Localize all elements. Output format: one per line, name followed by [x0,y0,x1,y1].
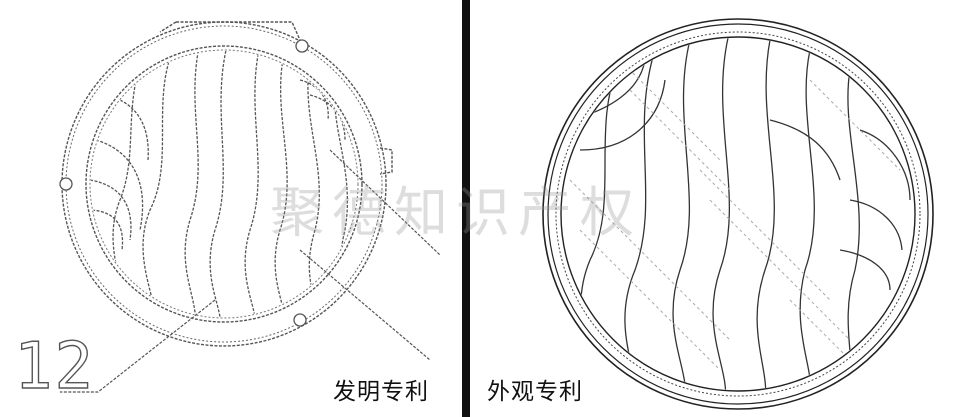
curl-blade [839,249,891,291]
reference-number: 12 [13,329,96,404]
curl-blade [299,79,329,121]
outer-ring-2 [547,23,929,405]
curl-blade [95,139,144,231]
mounting-hole [293,313,307,327]
curl-blade [849,199,903,251]
design-patent-panel: 外观专利 [470,0,980,417]
invention-patent-drawing [59,21,441,393]
mounting-hole [295,39,309,53]
curl-blade [119,99,149,161]
leader-line [329,149,441,256]
curl-blade [91,179,132,241]
inner-grille-ring [85,45,363,323]
leader-line-ref-12 [60,299,216,393]
invention-patent-caption: 发明专利 [333,379,429,405]
watermark: 聚德知识产权 [270,181,642,244]
panel-divider [462,0,470,417]
side-tab [379,147,393,175]
inner-ring [560,36,916,392]
reflection-hatching [569,59,901,381]
design-patent-drawing [542,18,934,410]
wavy-blade [799,49,815,390]
design-patent-caption: 外观专利 [487,379,583,405]
wavy-blade [756,39,775,390]
inner-grille-ring-2 [89,49,359,319]
wavy-blade [712,38,730,390]
wavy-blade [142,51,176,317]
curl-blade [309,94,346,141]
mounting-hole [59,177,73,191]
invention-patent-panel: 12 发明专利 [0,0,462,417]
curl-blade [769,119,841,181]
wavy-blade [672,39,691,390]
outer-ring-3 [555,31,921,397]
curl-blade [579,79,666,151]
wavy-blade [847,69,860,381]
wavy-blade [184,51,201,317]
wavy-blade [244,51,261,317]
wavy-blade [333,79,349,301]
curl-blade [91,209,124,251]
wavy-blade [209,51,229,317]
curl-blade [859,129,911,201]
outer-ring [542,18,934,410]
leader-line [299,249,431,361]
